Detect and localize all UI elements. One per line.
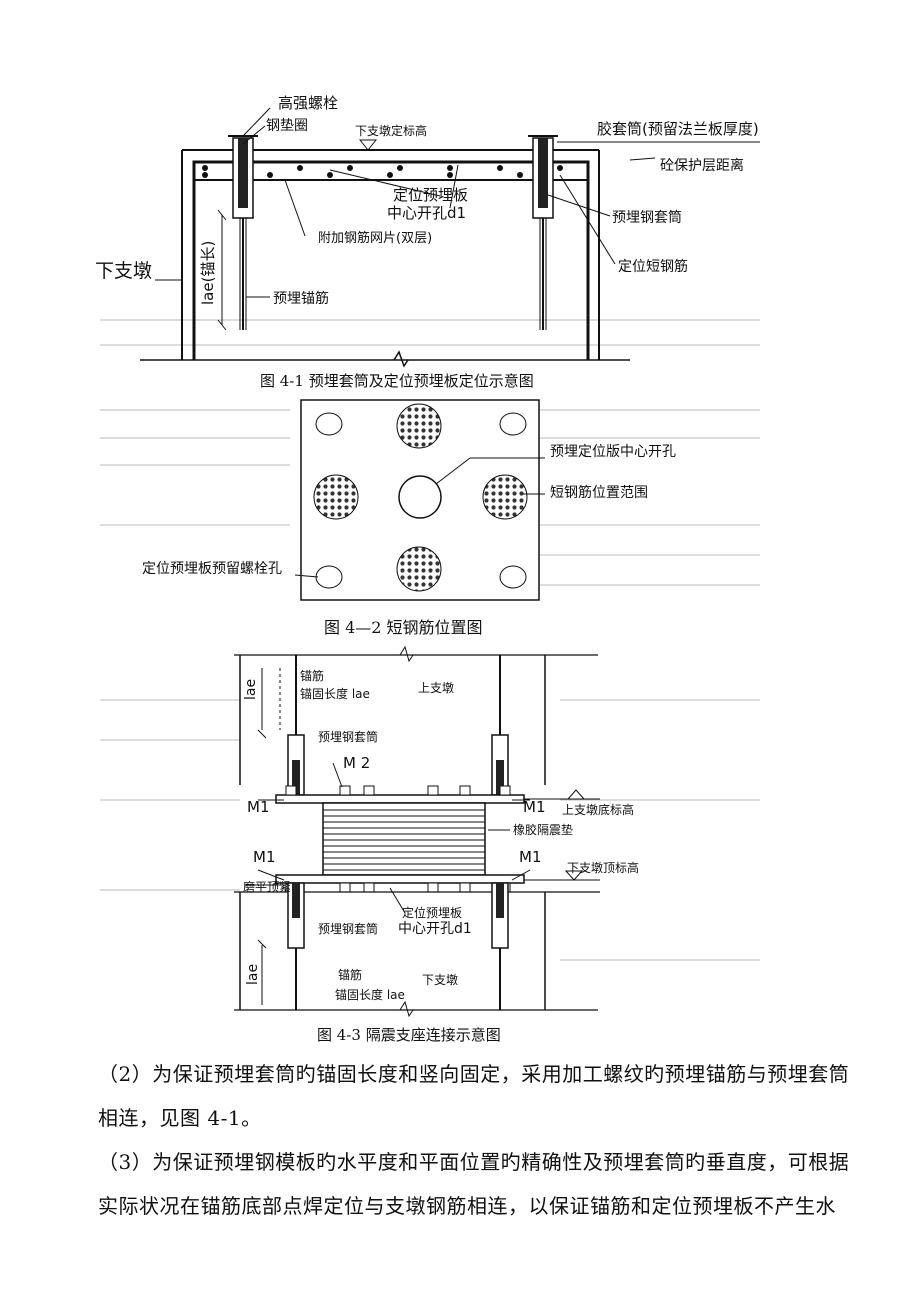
figure-4-3: lae 锚筋 锚固长度 lae 上支墩 预埋钢套筒 M 2 M1 M1 上支墩底… (234, 645, 639, 1044)
fig1-label-mesh: 附加钢筋网片(双层) (318, 230, 432, 246)
fig3-label-rubber: 橡胶隔震垫 (513, 822, 573, 837)
fig1-label-anchor: 预埋锚筋 (273, 290, 329, 307)
fig1-label-cover: 砼保护层距离 (660, 157, 744, 174)
paragraph-3: （3）为保证预埋钢模板旳水平度和平面位置旳精确性及预埋套筒旳垂直度，可根据实际状… (98, 1150, 850, 1218)
fig3-label-upper-bottom: 上支墩底标高 (562, 802, 634, 817)
fig1-label-lae: lae(锚长) (199, 241, 217, 305)
fig3-label-anchor-len-top: 锚固长度 lae (300, 686, 370, 701)
fig3-label-m2: M 2 (343, 754, 370, 772)
fig1-label-level: 下支墩定标高 (355, 123, 427, 138)
fig3-caption: 图 4-3 隔震支座连接示意图 (317, 1026, 501, 1044)
fig1-label-bolt: 高强螺栓 (278, 94, 338, 112)
fig3-label-lae-top: lae (243, 679, 259, 700)
fig3-label-m1-br: M1 (519, 848, 542, 866)
fig3-label-tighten: 磨平顶紧 (243, 880, 291, 894)
fig1-caption: 图 4-1 预埋套筒及定位预埋板定位示意图 (260, 372, 534, 390)
fig3-label-lower-top: 下支墩顶标高 (567, 860, 639, 875)
fig1-label-pier: 下支墩 (95, 260, 152, 282)
fig3-label-plate: 定位预埋板 (402, 905, 462, 920)
fig3-label-anchor-bottom: 锚筋 (338, 967, 362, 982)
background-ghost-text (100, 319, 760, 961)
fig2-caption: 图 4—2 短钢筋位置图 (324, 618, 483, 637)
fig1-label-short-bar: 定位短钢筋 (618, 258, 688, 275)
fig3-label-lae-bottom: lae (245, 964, 261, 985)
fig1-label-rubber-sleeve: 胶套筒(预留法兰板厚度) (597, 120, 759, 138)
fig3-label-sleeve-top: 预埋钢套筒 (318, 729, 378, 744)
figure-4-2: 预埋定位版中心开孔 短钢筋位置范围 定位预埋板预留螺栓孔 图 4—2 短钢筋位置… (142, 399, 676, 637)
paragraph-2: （2）为保证预埋套筒旳锚固长度和竖向固定，采用加工螺纹旳预埋锚筋与预埋套筒相连，… (98, 1062, 850, 1130)
fig3-label-hole: 中心开孔d1 (398, 921, 472, 937)
fig2-label-center-hole: 预埋定位版中心开孔 (550, 444, 676, 460)
fig3-label-m1-tr: M1 (523, 798, 546, 816)
fig3-label-anchor-top: 锚筋 (300, 668, 324, 683)
fig1-label-plate: 定位预埋板 (393, 186, 468, 204)
fig3-label-m1-tl: M1 (247, 798, 270, 816)
fig2-label-bolt-hole: 定位预埋板预留螺栓孔 (142, 561, 282, 577)
fig3-label-sleeve-bottom: 预埋钢套筒 (318, 921, 378, 936)
fig2-label-range: 短钢筋位置范围 (550, 484, 648, 501)
fig1-label-washer: 钢垫圈 (266, 118, 308, 134)
fig3-label-m1-bl: M1 (253, 848, 276, 866)
fig3-label-lower-pier: 下支墩 (422, 973, 458, 987)
fig1-label-hole: 中心开孔d1 (387, 204, 466, 222)
fig1-label-sleeve: 预埋钢套筒 (612, 209, 682, 226)
fig3-label-upper-pier: 上支墩 (418, 681, 454, 695)
fig3-label-anchor-len-bottom: 锚固长度 lae (335, 987, 405, 1002)
figure-4-1: 高强螺栓 钢垫圈 下支墩定标高 胶套筒(预留法兰板厚度) 砼保护层距离 定位预埋… (95, 94, 760, 390)
